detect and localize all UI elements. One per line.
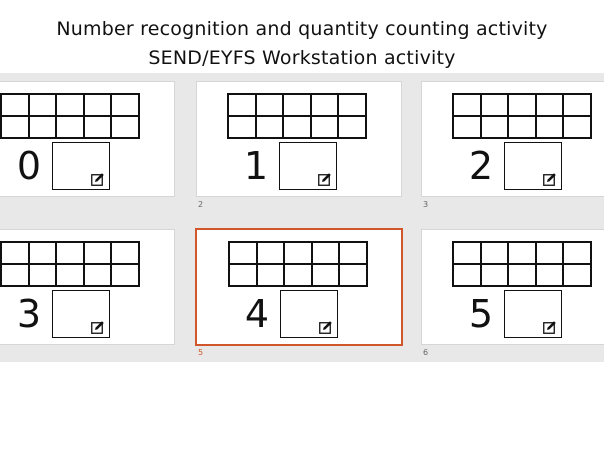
edit-icon [319,321,332,334]
slide-number: 6 [423,348,429,357]
slide-digit: 2 [468,144,494,188]
ten-frame [0,93,140,139]
ten-frame [0,241,140,287]
slide-digit: 3 [16,292,42,336]
slide-digit: 0 [16,144,42,188]
ten-frame [452,93,592,139]
ten-frame [452,241,592,287]
edit-icon [543,321,556,334]
slide-thumbnail[interactable]: 1 [197,82,401,196]
edit-icon [91,321,104,334]
slide-digit: 5 [468,292,494,336]
slide-number-selected: 5 [198,348,204,357]
slide-thumbnail-selected[interactable]: 4 [195,228,403,346]
slide-thumbnail[interactable]: 3 [0,230,174,344]
slide-digit: 4 [244,292,270,336]
answer-box [52,142,110,190]
edit-icon [91,173,104,186]
answer-box [280,290,338,338]
answer-box [504,290,562,338]
edit-icon [318,173,331,186]
slide-thumbnail[interactable]: 0 [0,82,174,196]
answer-box [504,142,562,190]
slide-number: 2 [198,200,204,209]
answer-box [279,142,337,190]
answer-box [52,290,110,338]
slide-thumbnail[interactable]: 2 [422,82,604,196]
slide-digit: 1 [243,144,269,188]
ten-frame [227,93,367,139]
edit-icon [543,173,556,186]
slide-sorter: 0 1 2 2 [0,73,604,362]
slide-number: 3 [423,200,429,209]
ten-frame [228,241,368,287]
header-subtitle: SEND/EYFS Workstation activity [148,47,456,69]
header-title: Number recognition and quantity counting… [56,18,548,40]
slide-thumbnail[interactable]: 5 [422,230,604,344]
